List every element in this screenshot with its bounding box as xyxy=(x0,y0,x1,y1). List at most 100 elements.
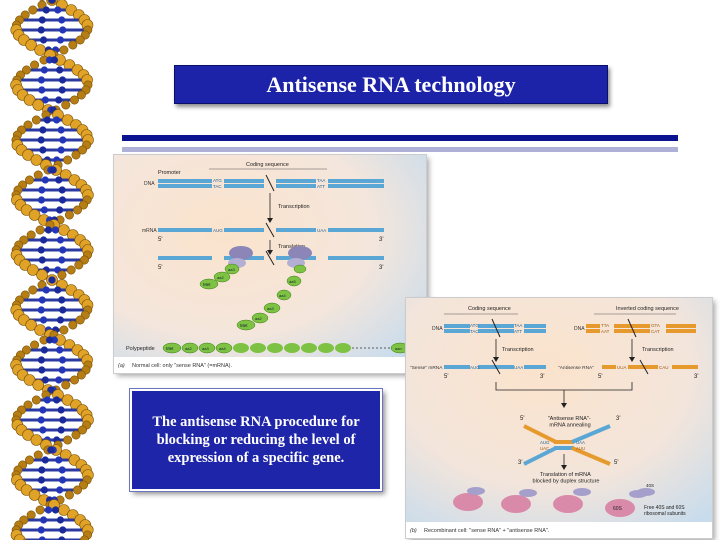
helix-backbone-atom xyxy=(59,325,69,335)
helix-backbone-atom xyxy=(61,100,71,110)
chain2-met: Met xyxy=(240,323,248,328)
helix-backbone-atom xyxy=(26,230,36,240)
helix-base-atom xyxy=(39,406,47,414)
helix-base-atom xyxy=(55,176,63,184)
helix-base-atom xyxy=(39,316,48,324)
helix-base-atom xyxy=(57,146,65,154)
b-dna-left-strand xyxy=(444,318,546,338)
helix-backbone-atom xyxy=(33,170,43,180)
b-sense-five: 5' xyxy=(444,374,448,380)
helix-base-atom xyxy=(53,116,61,124)
helix-backbone-atom xyxy=(36,269,48,281)
title-banner: Antisense RNA technology xyxy=(174,65,608,104)
helix-base-atom xyxy=(56,346,64,354)
helix-base-atom xyxy=(51,226,60,234)
b-dna-right-label: DNA xyxy=(574,326,585,332)
b-antisense-strand xyxy=(602,359,698,375)
helix-base-atom xyxy=(55,456,63,464)
helix-backbone-atom xyxy=(74,260,84,270)
aug-codon: AUG xyxy=(213,228,223,233)
helix-base-atom xyxy=(55,96,63,104)
helix-backbone-atom xyxy=(66,265,76,275)
translating-three-prime: 3' xyxy=(379,265,383,271)
dna-helix-graphic xyxy=(10,0,94,540)
helix-base-atom xyxy=(59,136,67,144)
b-duplex-uac: UAC xyxy=(540,446,549,451)
helix-base-atom xyxy=(59,416,67,424)
helix-base-atom xyxy=(58,16,66,24)
b-antisense-three: 3' xyxy=(694,374,698,380)
b-annealing-line2: mRNA annealing xyxy=(549,423,590,429)
transcription-label: Transcription xyxy=(278,204,310,210)
helix-base-atom xyxy=(39,426,47,434)
helix-backbone-atom xyxy=(69,375,79,385)
figure-a-background xyxy=(114,155,426,373)
helix-backbone-atom xyxy=(68,40,78,50)
helix-backbone-atom xyxy=(64,210,74,220)
helix-base-atom xyxy=(58,76,67,84)
b-duplex-auu: AUU xyxy=(576,446,585,451)
helix-backbone-atom xyxy=(25,39,37,51)
divider-light xyxy=(122,147,678,152)
helix-base-atom xyxy=(58,356,67,364)
helix-base-atom xyxy=(43,396,51,404)
figure-a-panel-label: (a) xyxy=(118,363,125,369)
helix-base-atom xyxy=(58,466,66,474)
helix-base-atom xyxy=(41,456,49,464)
helix-base-atom xyxy=(59,246,67,254)
helix-base-atom xyxy=(38,186,46,194)
figure-b-recombinant-cell: Coding sequence Inverted coding sequence… xyxy=(406,298,712,538)
translation-label: Translation xyxy=(278,244,305,250)
b-gta: GTA xyxy=(651,323,660,328)
helix-base-atom xyxy=(41,176,49,184)
helix-backbone-atom xyxy=(35,505,45,515)
helix-base-atom xyxy=(59,26,67,34)
helix-backbone-atom xyxy=(31,395,41,405)
figure-a-caption: Normal cell: only "sense RNA" (=mRNA). xyxy=(132,363,232,369)
b-transcription-left-label: Transcription xyxy=(502,347,534,353)
b-anneal-five-top: 5' xyxy=(520,416,524,422)
helix-backbone-atom xyxy=(22,65,32,75)
b-tta: TTA xyxy=(601,323,609,328)
helix-base-atom xyxy=(59,526,67,534)
helix-backbone-atom xyxy=(57,270,67,280)
helix-backbone-atom xyxy=(77,425,87,435)
helix-base-atom xyxy=(40,206,48,214)
helix-base-atom xyxy=(49,166,57,174)
b-free-label: Free 40S and 60S ribosomal subunits xyxy=(644,505,686,517)
helix-base-atom xyxy=(56,316,65,324)
divider-dark xyxy=(122,135,678,141)
helix-base-atom xyxy=(37,246,45,254)
polypeptide-aan: aan xyxy=(395,346,402,351)
helix-base-atom xyxy=(38,366,46,374)
b-dna-right-strand xyxy=(586,318,696,338)
polypeptide-label: Polypeptide xyxy=(126,346,155,352)
helix-backbone-atom xyxy=(76,370,86,380)
helix-base-atom xyxy=(38,16,46,24)
caption-text: The antisense RNA procedure for blocking… xyxy=(152,414,360,466)
helix-base-atom xyxy=(56,66,64,74)
helix-base-atom xyxy=(58,296,66,304)
polypeptide-chain xyxy=(162,342,410,354)
slide-title: Antisense RNA technology xyxy=(266,71,516,97)
b-dna-left-label: DNA xyxy=(432,326,443,332)
mrna-three-prime: 3' xyxy=(379,237,383,243)
dna-strand xyxy=(158,174,384,192)
helix-backbone-atom xyxy=(35,225,45,235)
helix-backbone-atom xyxy=(28,489,41,501)
helix-base-atom xyxy=(38,256,46,264)
helix-backbone-atom xyxy=(25,175,35,185)
helix-base-atom xyxy=(56,236,65,244)
helix-base-atom xyxy=(40,486,48,494)
helix-base-atom xyxy=(59,306,67,314)
helix-backbone-atom xyxy=(30,340,40,350)
b-inverted-label: Inverted coding sequence xyxy=(616,306,679,312)
chain1-aa3: aa3 xyxy=(228,267,235,272)
b-anneal-three-bottom: 3' xyxy=(518,460,522,466)
b-sense-three: 3' xyxy=(540,374,544,380)
helix-base-atom xyxy=(47,446,55,454)
helix-backbone-atom xyxy=(22,345,32,355)
helix-base-atom xyxy=(40,346,48,354)
helix-backbone-atom xyxy=(32,99,45,111)
mrna-label: mRNA xyxy=(142,228,157,234)
